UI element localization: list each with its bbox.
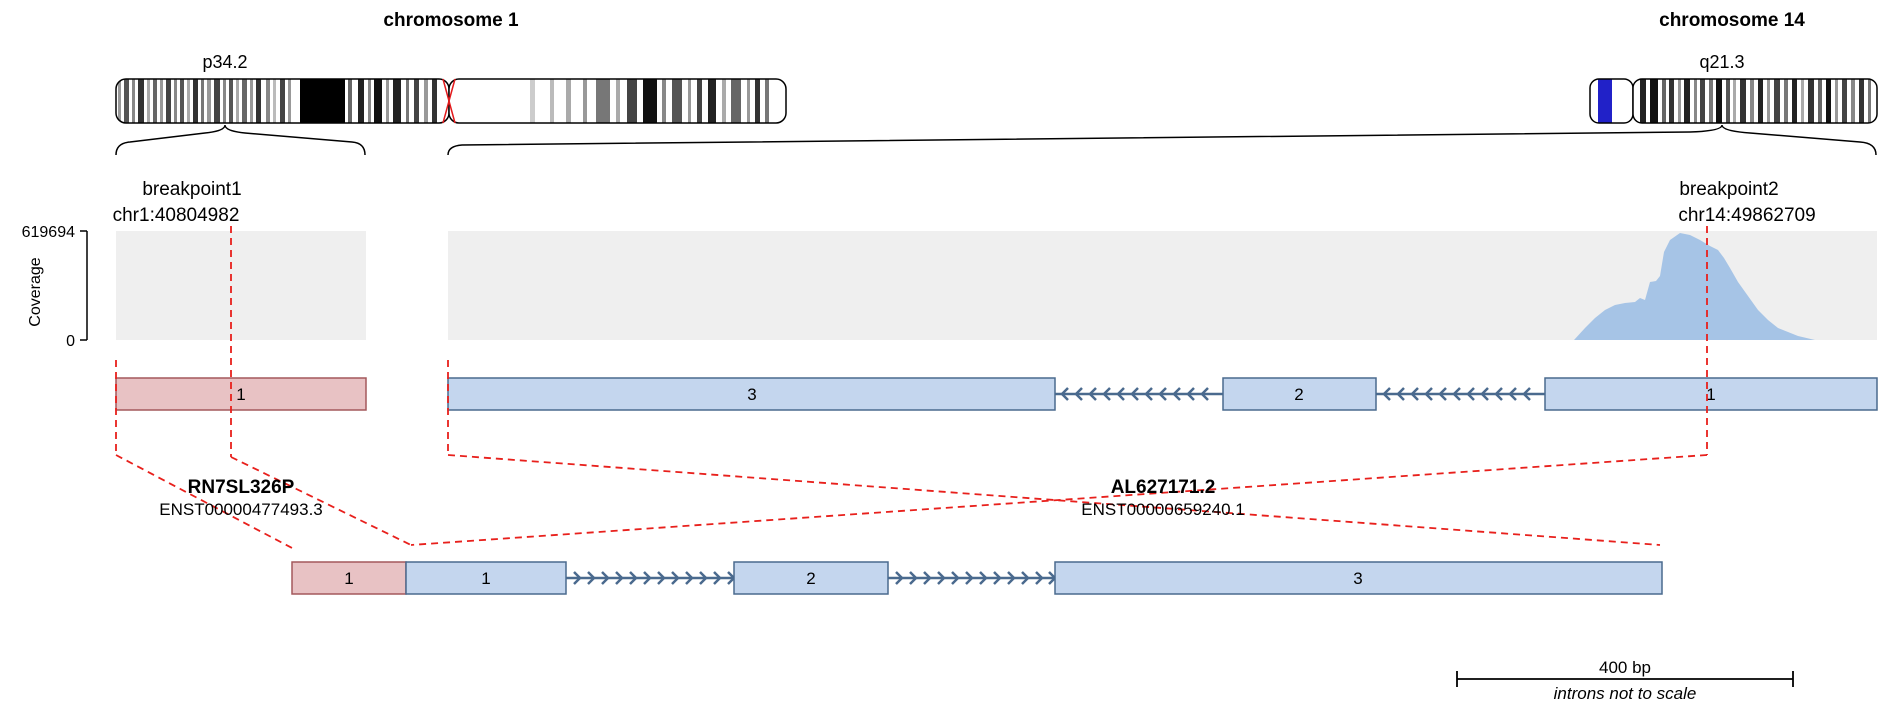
- gene2-exon-1: 1: [1544, 377, 1878, 411]
- coverage-min-label: 0: [66, 333, 75, 350]
- gene2-intron-1: [1055, 387, 1223, 401]
- gene1-exon-1: 1: [115, 377, 367, 411]
- band-label-chr1: p34.2: [202, 52, 247, 72]
- coverage-peak: [1574, 233, 1815, 340]
- fusion-exon-gene1-1: 1: [291, 561, 407, 595]
- scale-bar-note: introns not to scale: [1554, 684, 1697, 703]
- chromosome-1-ideogram: [115, 78, 787, 124]
- svg-text:2: 2: [806, 569, 815, 588]
- gene2-name: AL627171.2: [1111, 477, 1216, 498]
- zoom-brace-chr14: [447, 124, 1877, 156]
- coverage-axis: 619694 0 Coverage: [22, 224, 88, 350]
- gene1-name: RN7SL326P: [188, 477, 295, 498]
- gene2-intron-2: [1376, 387, 1545, 401]
- fusion-exon-gene2-2: 2: [733, 561, 889, 595]
- gene2-exon-3: 3: [447, 377, 1056, 411]
- fusion-intron-1: [566, 571, 736, 585]
- svg-text:3: 3: [1353, 569, 1362, 588]
- svg-text:1: 1: [1706, 385, 1715, 404]
- gene1-transcript: ENST00000477493.3: [159, 500, 323, 519]
- svg-text:3: 3: [747, 385, 756, 404]
- coverage-max-label: 619694: [22, 224, 75, 241]
- chromosome-1-title: chromosome 1: [383, 10, 519, 31]
- fusion-exon-gene2-3: 3: [1054, 561, 1663, 595]
- svg-text:1: 1: [344, 569, 353, 588]
- svg-text:2: 2: [1294, 385, 1303, 404]
- breakpoint2-position: chr14:49862709: [1678, 205, 1815, 226]
- fusion-exon-gene2-1: 1: [405, 561, 567, 595]
- gene2-transcript: ENST00000659240.1: [1081, 500, 1245, 519]
- svg-text:1: 1: [481, 569, 490, 588]
- chromosome-14-ideogram: [1589, 78, 1878, 124]
- centromere-marker: [442, 78, 456, 124]
- breakpoint2-label: breakpoint2: [1679, 179, 1778, 200]
- fusion-intron-2: [888, 571, 1057, 585]
- coverage-panel-gene1: [116, 231, 366, 340]
- scale-bar-label: 400 bp: [1599, 658, 1651, 677]
- gene2-exon-2: 2: [1222, 377, 1377, 411]
- breakpoint1-position: chr1:40804982: [113, 205, 240, 226]
- breakpoint-lines: [115, 226, 1708, 549]
- zoom-brace-chr1: [115, 124, 366, 156]
- chromosome-14-title: chromosome 14: [1659, 10, 1805, 31]
- band-label-chr14: q21.3: [1699, 52, 1744, 72]
- coverage-axis-label: Coverage: [27, 257, 44, 326]
- scale-bar: 400 bp introns not to scale: [1456, 658, 1794, 703]
- svg-text:1: 1: [236, 385, 245, 404]
- breakpoint1-label: breakpoint1: [142, 179, 241, 200]
